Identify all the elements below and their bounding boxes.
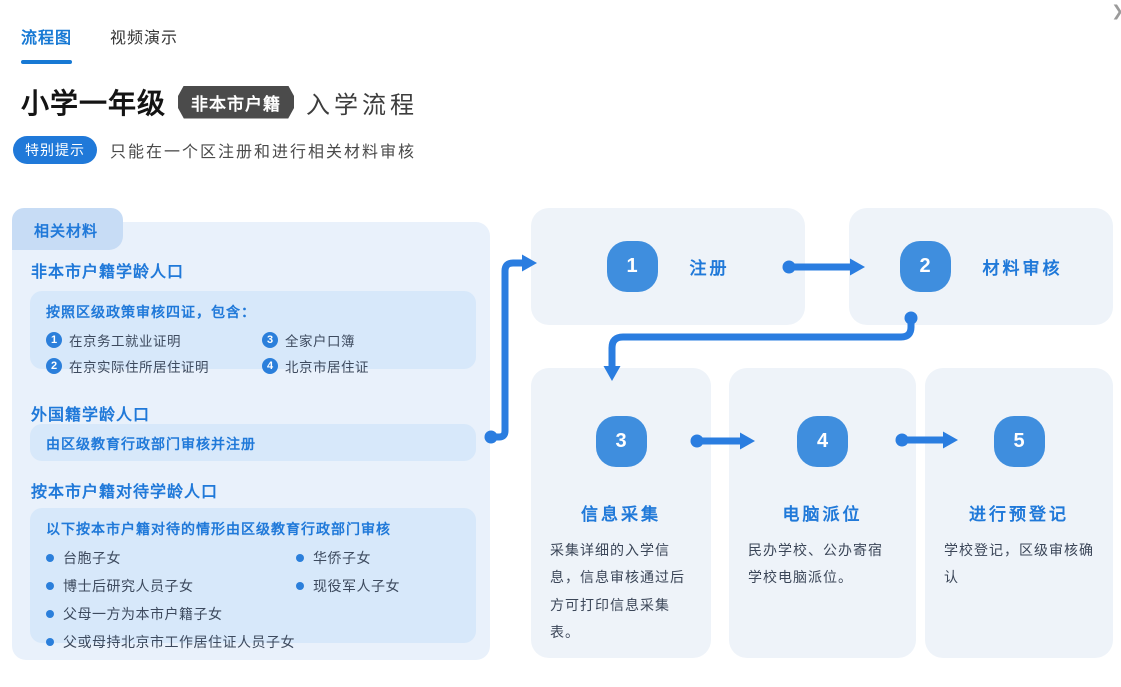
title-grade: 小学一年级 [21,88,167,119]
step-title: 电脑派位 [782,505,863,524]
tip-text: 只能在一个区注册和进行相关材料审核 [110,144,417,161]
step-description: 采集详细的入学信息，信息审核通过后方可打印信息采集表。 [550,542,685,640]
box-title: 由区级教育行政部门审核并注册 [46,436,256,452]
nonlocal-requirements-box: 按照区级政策审核四证，包含： 1 在京务工就业证明 2 在京实际住所居住证明 3 [30,291,476,375]
step-number-badge: 5 [993,416,1045,467]
bullet-text: 台胞子女 [63,550,121,566]
materials-panel-tab: 相关材料 [12,208,124,250]
box-title: 按照区级政策审核四证，包含： [46,304,256,320]
bullet-text: 华侨子女 [313,550,371,566]
bullet-item: 博士后研究人员子女 [46,576,296,596]
item-text: 全家户口簿 [285,334,355,349]
numbered-item: 3 全家户口簿 [262,330,460,350]
step-title: 信息采集 [581,505,661,524]
step-card-register: 1 注册 [531,208,805,325]
bullet-item-list: 台胞子女 华侨子女 博士后研究人员子女 现役军人子女 [46,548,460,652]
section-heading-nonlocal: 非本市户籍学龄人口 [31,264,185,281]
arrow-panel-to-step1 [484,254,537,444]
numbered-item-list: 1 在京务工就业证明 2 在京实际住所居住证明 3 全家户口簿 4 [46,330,460,376]
item-text: 在京实际住所居住证明 [69,360,209,375]
step-card-info-collection: 3 信息采集 采集详细的入学信息，信息审核通过后方可打印信息采集表。 [531,368,711,658]
step-description: 学校登记，区级审核确认 [944,542,1094,586]
bullet-item: 华侨子女 [296,548,460,568]
step-card-preregistration: 5 进行预登记 学校登记，区级审核确认 [925,368,1113,658]
bullet-text: 父母一方为本市户籍子女 [63,606,223,622]
tab-video-demo[interactable]: 视频演示 [110,24,178,48]
bullet-dot-icon [296,582,304,590]
bullet-text: 现役军人子女 [313,578,400,594]
bullet-dot-icon [46,610,54,618]
step-number-badge: 1 [606,241,658,292]
numbered-item: 1 在京务工就业证明 [46,330,262,350]
bullet-item: 现役军人子女 [296,576,460,596]
bullet-dot-icon [46,582,54,590]
collapse-chevron-icon[interactable]: ❯ [1111,2,1121,20]
step-number-badge: 4 [797,416,848,467]
numbered-item: 4 北京市居住证 [262,356,460,376]
tab-flowchart[interactable]: 流程图 [21,24,73,64]
step-title: 进行预登记 [969,505,1069,524]
item-text: 在京务工就业证明 [69,334,181,349]
step-number-badge: 2 [899,241,951,292]
item-text: 北京市居住证 [285,360,369,375]
bullet-dot-icon [46,638,54,646]
bullet-text: 博士后研究人员子女 [63,578,194,594]
page-title: 小学一年级 非本市户籍 入学流程 [21,82,418,122]
tab-video-demo-label: 视频演示 [110,30,179,47]
bullet-dot-icon [296,554,304,562]
step-title: 材料审核 [982,259,1063,278]
tip-badge: 特别提示 [13,136,97,164]
materials-panel: 相关材料 非本市户籍学龄人口 按照区级政策审核四证，包含： 1 在京务工就业证明… [12,208,490,660]
household-type-badge: 非本市户籍 [178,85,295,119]
bullet-dot-icon [46,554,54,562]
bullet-item: 台胞子女 [46,548,296,568]
bullet-item: 父母一方为本市户籍子女 [46,604,460,624]
section-heading-foreign: 外国籍学龄人口 [31,407,151,424]
section-heading-treated-as-local: 按本市户籍对待学龄人口 [31,484,219,501]
box-title: 以下按本市户籍对待的情形由区级教育行政部门审核 [46,521,391,537]
title-suffix: 入学流程 [306,91,419,119]
numbered-item: 2 在京实际住所居住证明 [46,356,262,376]
tab-flowchart-label: 流程图 [21,30,73,47]
item-number-badge: 3 [262,332,278,348]
step-description: 民办学校、公办寄宿学校电脑派位。 [748,542,883,586]
treated-as-local-box: 以下按本市户籍对待的情形由区级教育行政部门审核 台胞子女 华侨子女 [30,508,476,650]
item-number-badge: 1 [46,332,62,348]
bullet-text: 父或母持北京市工作居住证人员子女 [63,634,295,650]
item-number-badge: 4 [262,358,278,374]
step-card-computer-allocation: 4 电脑派位 民办学校、公办寄宿学校电脑派位。 [729,368,916,658]
foreign-requirements-box: 由区级教育行政部门审核并注册 [30,424,476,461]
special-tip: 特别提示 只能在一个区注册和进行相关材料审核 [13,136,416,164]
step-card-material-review: 2 材料审核 [849,208,1113,325]
step-title: 注册 [689,259,730,278]
item-number-badge: 2 [46,358,62,374]
bullet-item: 父或母持北京市工作居住证人员子女 [46,632,460,652]
tab-bar: 流程图 视频演示 [21,24,178,64]
step-number-badge: 3 [595,416,647,467]
